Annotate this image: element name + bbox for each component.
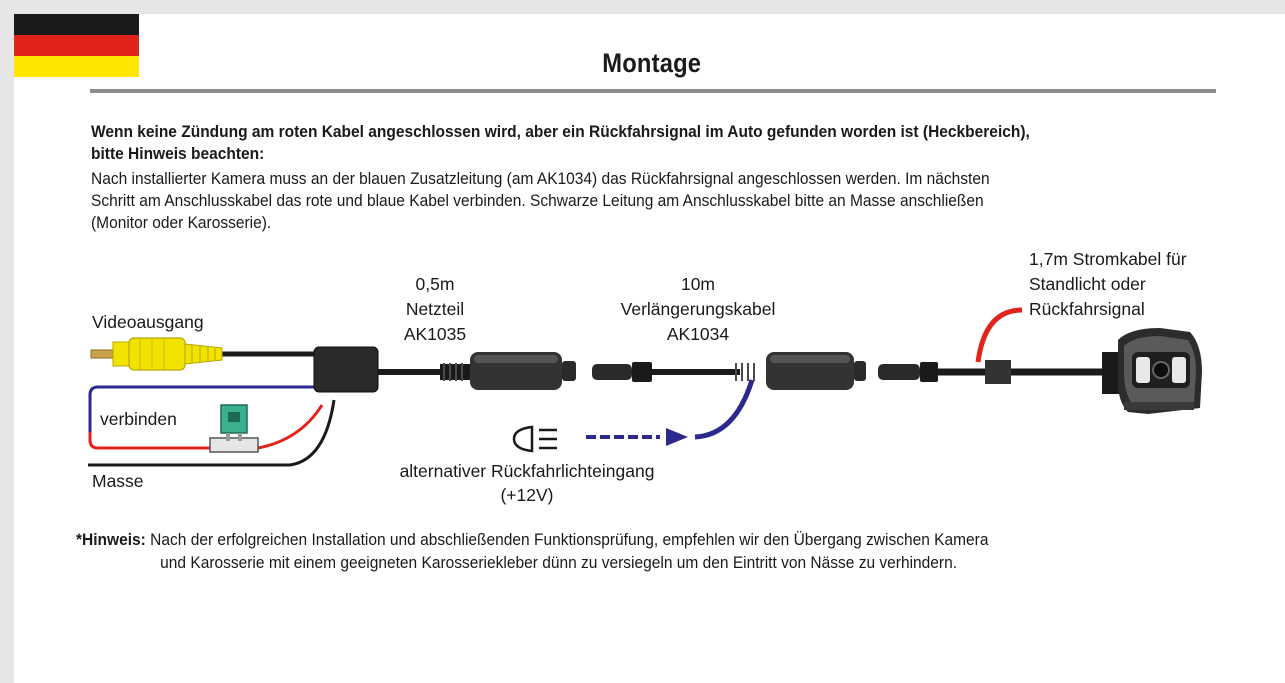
reverse-input-label-1: alternativer Rückfahrlichteingang — [400, 461, 655, 481]
connect-label: verbinden — [100, 409, 177, 429]
intro-body-line-1: Nach installierter Kamera muss an der bl… — [91, 169, 990, 188]
extension-length-label: 10m — [681, 274, 715, 294]
power-length-label: 0,5m — [416, 274, 455, 294]
camera-cable-label-2: Standlicht oder — [1029, 274, 1146, 294]
camera-icon — [1102, 328, 1202, 414]
camera-cable — [878, 307, 1105, 384]
power-name-label: Netzteil — [406, 299, 464, 319]
ground-label: Masse — [92, 471, 144, 491]
reverse-input-label-2: (+12V) — [500, 485, 553, 505]
german-flag-icon — [14, 14, 139, 77]
black-ground-wire — [88, 399, 336, 467]
title-divider — [90, 89, 1216, 93]
blue-wire — [88, 385, 314, 432]
camera-cable-label-3: Rückfahrsignal — [1029, 299, 1145, 319]
note-line-2-row: und Karosserie mit einem geeigneten Karo… — [76, 551, 1161, 574]
note-line-1-row: *Hinweis: Nach der erfolgreichen Install… — [76, 528, 1161, 551]
fuse-icon — [209, 404, 259, 453]
intro-text: Wenn keine Zündung am roten Kabel angesc… — [91, 121, 1176, 234]
arrow-right-icon — [666, 428, 688, 446]
extension-code-label: AK1034 — [667, 324, 730, 344]
red-power-wire — [975, 307, 1023, 363]
intro-lead-line-2: bitte Hinweis beachten: — [91, 144, 265, 163]
note-label: *Hinweis: — [76, 530, 146, 549]
rca-plug-icon — [90, 337, 223, 371]
power-connector — [440, 352, 576, 390]
flag-stripe-gold — [14, 56, 139, 77]
red-wire — [88, 404, 324, 450]
splitter-box — [313, 346, 379, 393]
headlight-icon — [512, 425, 557, 453]
flag-stripe-red — [14, 35, 139, 56]
extension-cable — [592, 352, 866, 390]
manual-page: Montage Wenn keine Zündung am roten Kabe… — [14, 14, 1285, 683]
note-section: *Hinweis: Nach der erfolgreichen Install… — [76, 528, 1161, 574]
intro-lead-line-1: Wenn keine Zündung am roten Kabel angesc… — [91, 122, 1030, 141]
note-line-2: und Karosserie mit einem geeigneten Karo… — [160, 553, 958, 572]
note-line-1: Nach der erfolgreichen Installation und … — [150, 530, 989, 549]
camera-cable-label-1: 1,7m Stromkabel für — [1029, 249, 1187, 269]
extension-name-label: Verlängerungskabel — [621, 299, 776, 319]
flag-stripe-black — [14, 14, 139, 35]
page-title: Montage — [602, 48, 702, 78]
video-output-label: Videoausgang — [92, 312, 204, 332]
blue-extension-wire — [694, 379, 755, 440]
intro-body-line-3: (Monitor oder Karosserie). — [91, 213, 272, 232]
intro-body-line-2: Schritt am Anschlusskabel das rote und b… — [91, 191, 984, 210]
power-code-label: AK1035 — [404, 324, 466, 344]
